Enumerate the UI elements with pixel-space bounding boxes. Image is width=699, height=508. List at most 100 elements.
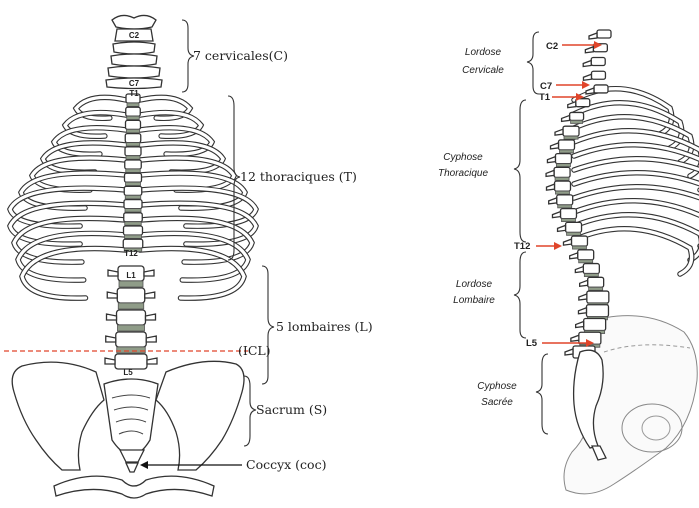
lateral-vertebra xyxy=(571,236,587,246)
disc xyxy=(560,150,574,153)
region-icl: (ICL) xyxy=(238,343,271,358)
disc xyxy=(125,222,142,225)
spinous-process xyxy=(585,47,593,53)
lateral-vertebra xyxy=(570,112,584,120)
lateral-vertebra xyxy=(559,140,575,150)
lateral-vertebra xyxy=(563,126,579,136)
lateral-vertebra xyxy=(554,181,570,191)
curve-lordose-lombaire-1: Lordose xyxy=(456,279,493,290)
curve-cyphose-thoracique-2: Thoracique xyxy=(438,168,488,179)
arrowhead-c7 xyxy=(582,81,590,89)
lateral-vertebra xyxy=(557,195,573,205)
lateral-vertebra xyxy=(591,71,605,79)
disc xyxy=(567,232,581,235)
brace-cyphose-sacree xyxy=(536,354,548,434)
disc xyxy=(555,177,569,180)
label-t12: T12 xyxy=(124,249,138,258)
region-thoracic: 12 thoraciques (T) xyxy=(240,169,357,184)
spinous-process xyxy=(568,102,576,108)
lateral-vertebra xyxy=(560,209,576,219)
spinous-process xyxy=(580,280,588,286)
disc xyxy=(561,219,575,222)
lateral-vertebra xyxy=(597,30,611,38)
disc xyxy=(126,156,140,159)
thoracic-vertebra xyxy=(125,147,141,156)
thoracic-vertebra xyxy=(126,120,141,129)
thoracic-vertebra xyxy=(123,239,143,248)
spinous-process xyxy=(571,335,579,341)
cervical-vertebrae xyxy=(106,15,162,88)
disc xyxy=(118,303,144,309)
marker-c2: C2 xyxy=(546,41,558,52)
lumbar-vertebra xyxy=(117,310,146,325)
arrowhead-t12 xyxy=(554,242,562,250)
spinous-process xyxy=(578,308,586,314)
brace-lumbar xyxy=(262,266,274,384)
disc xyxy=(125,235,142,238)
rib-cage-right xyxy=(140,97,256,298)
right-lateral-skeleton: Lordose Cervicale Cyphose Thoracique Lor… xyxy=(438,30,699,494)
spinous-process xyxy=(570,253,578,259)
disc xyxy=(555,191,569,194)
label-c2: C2 xyxy=(129,31,140,40)
marker-l5: L5 xyxy=(526,338,538,349)
disc xyxy=(119,281,143,287)
lateral-vertebra xyxy=(587,291,609,303)
marker-c7: C7 xyxy=(540,81,552,92)
curve-cyphose-sacree-2: Sacrée xyxy=(481,397,513,408)
left-frontal-skeleton: C2 C7 T1 T12 L1 L5 7 cervicales(C) 12 th… xyxy=(4,15,373,498)
spinous-process xyxy=(583,74,591,80)
disc xyxy=(126,143,140,146)
disc xyxy=(589,287,603,290)
spinous-process xyxy=(583,60,591,66)
lateral-vertebra xyxy=(566,222,582,232)
label-l1: L1 xyxy=(126,271,136,280)
lateral-rib-inner xyxy=(574,159,699,204)
disc xyxy=(117,347,146,353)
thoracic-vertebra xyxy=(124,200,142,209)
spinous-process xyxy=(549,198,557,204)
disc xyxy=(558,205,572,208)
label-c7: C7 xyxy=(129,79,140,88)
spinous-process xyxy=(562,115,570,121)
curve-lordose-cervicale-2: Cervicale xyxy=(462,65,504,76)
spinous-process xyxy=(576,322,584,328)
spinous-process xyxy=(551,143,559,149)
spinous-process xyxy=(552,212,560,218)
disc xyxy=(556,164,570,167)
lumbar-vertebra xyxy=(116,332,147,347)
thoracic-vertebra xyxy=(126,107,141,116)
spinous-process xyxy=(558,225,566,231)
curve-lordose-cervicale-1: Lordose xyxy=(465,47,502,58)
brace-cyphose-thoracique xyxy=(514,100,526,242)
region-cervical: 7 cervicales(C) xyxy=(193,48,288,63)
lumbar-vertebra xyxy=(117,288,145,303)
spinous-process xyxy=(579,294,587,300)
thoracic-vertebra xyxy=(124,186,142,195)
label-l5: L5 xyxy=(123,368,133,377)
spinous-process xyxy=(589,33,597,39)
region-coccyx: Coccyx (coc) xyxy=(246,457,326,472)
curve-lordose-lombaire-2: Lombaire xyxy=(453,295,495,306)
spinous-process xyxy=(565,349,573,355)
curve-cyphose-thoracique-1: Cyphose xyxy=(443,152,483,163)
lateral-vertebra xyxy=(578,250,594,260)
disc xyxy=(584,274,598,277)
spinous-process xyxy=(547,157,555,163)
thoracic-vertebra xyxy=(124,226,143,235)
spinous-process xyxy=(546,184,554,190)
disc xyxy=(118,325,145,331)
disc xyxy=(127,103,139,106)
pelvis xyxy=(12,361,244,498)
thoracic-vertebra xyxy=(125,173,142,182)
region-lumbar: 5 lombaires (L) xyxy=(276,319,373,334)
lateral-rib-inner xyxy=(574,145,699,190)
disc xyxy=(125,209,141,212)
label-t1: T1 xyxy=(129,89,139,98)
disc xyxy=(564,136,578,139)
thoracic-vertebra xyxy=(125,160,142,169)
lateral-vertebra xyxy=(554,167,570,177)
region-sacrum: Sacrum (S) xyxy=(256,402,327,417)
lumbar-vertebra xyxy=(115,354,147,369)
disc xyxy=(572,246,586,249)
